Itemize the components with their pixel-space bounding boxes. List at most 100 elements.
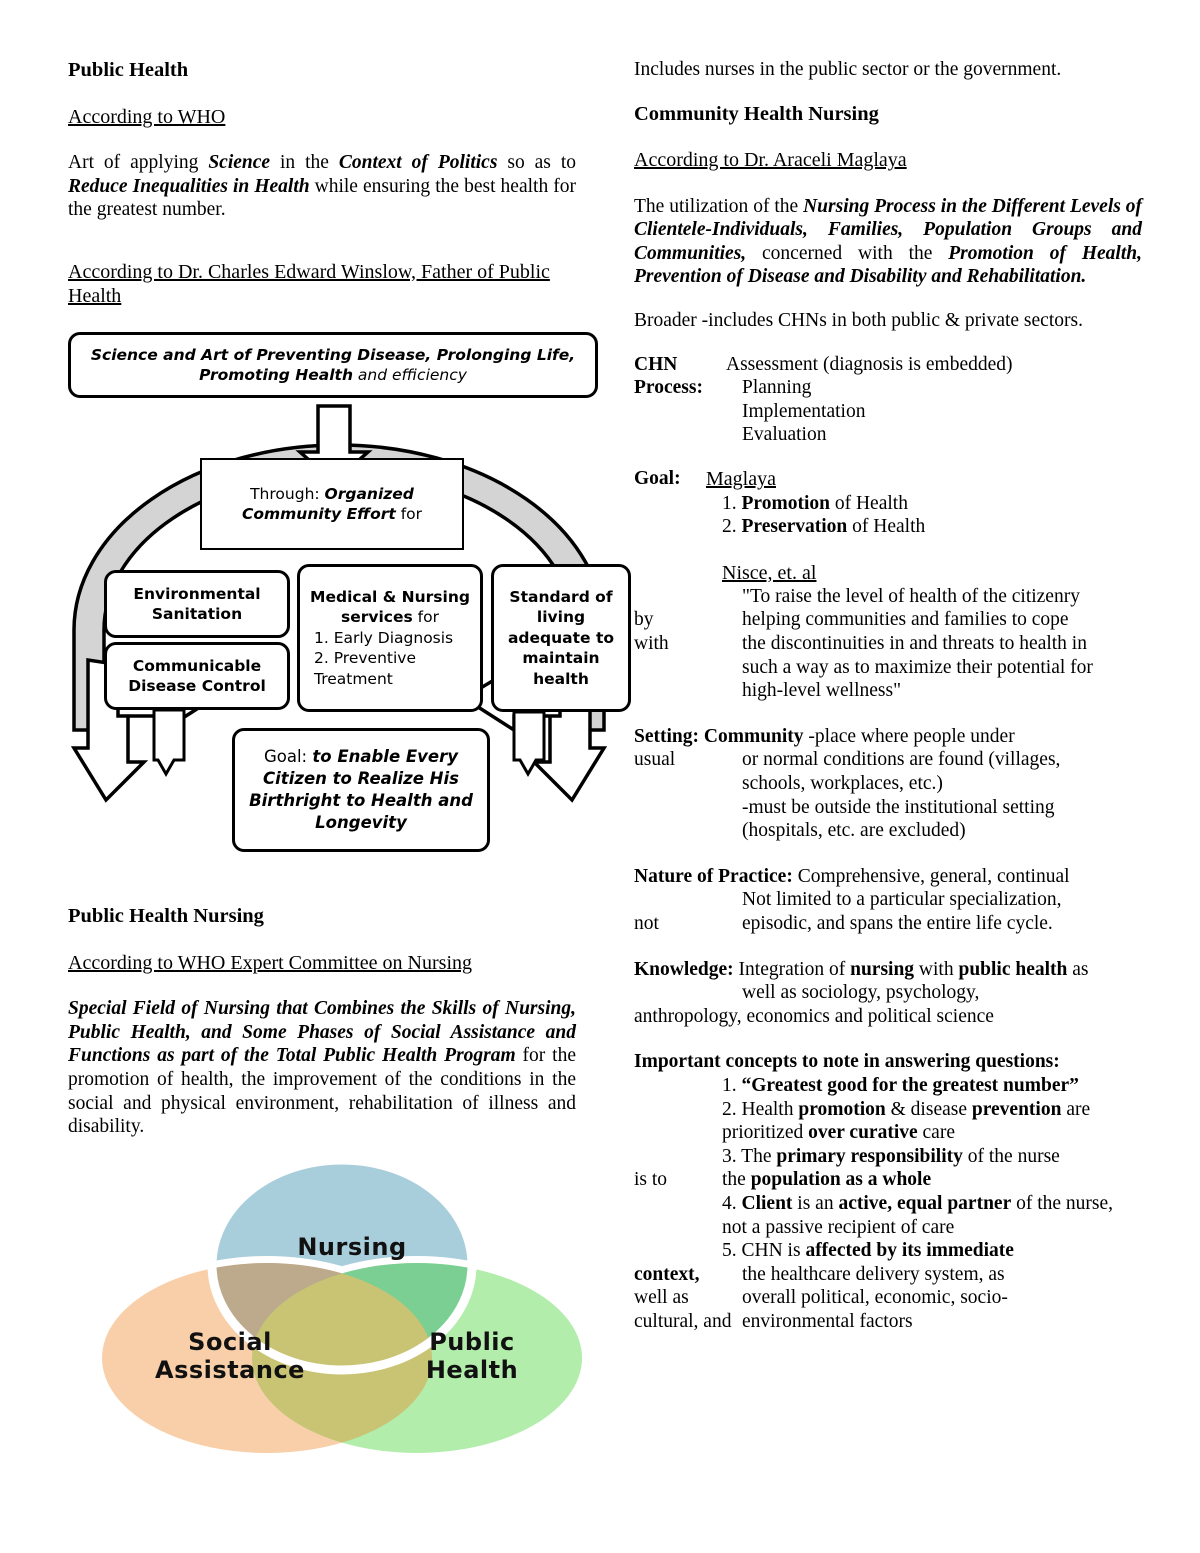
- knowledge-part1: Integration of: [733, 958, 851, 980]
- nisce-quote-line-5: high-level wellness": [742, 680, 902, 702]
- important-item-2-a: Health: [741, 1098, 799, 1120]
- right-column: Includes nurses in the public sector or …: [634, 58, 1142, 1334]
- goal-item-1: 1. Promotion of Health: [634, 492, 1142, 516]
- setting-line-2: usual or normal conditions are found (vi…: [634, 748, 1142, 772]
- left-column: Public Health According to WHO Art of ap…: [68, 58, 631, 1453]
- chn-def-part2: concerned with the: [746, 242, 949, 264]
- nisce-quote-line-4: such a way as to maximize their potentia…: [742, 656, 1093, 678]
- venn-public-line2: Health: [425, 1356, 519, 1385]
- who-heading: According to WHO: [68, 105, 226, 128]
- important-item-3-num: 3.: [722, 1145, 742, 1167]
- who-def-part4: while ensuring the best health for the g…: [68, 175, 576, 221]
- nature-rest: Comprehensive, general, continual: [792, 865, 1070, 887]
- chn-process-block: CHN Process: Assessment (diagnosis is em…: [634, 353, 1142, 399]
- chn-process-step-implementation: Implementation: [742, 400, 866, 422]
- med-line-2-rest: for: [412, 608, 439, 627]
- diagram-standard-of-living-box: Standard of living adequate to maintain …: [491, 564, 631, 713]
- nisce-quote-line-2: by helping communities and families to c…: [634, 608, 1142, 632]
- knowledge-bold2: public health: [958, 958, 1068, 980]
- knowledge-line-2: well as sociology, psychology,: [742, 982, 980, 1004]
- venn-label-nursing: Nursing: [297, 1232, 407, 1261]
- diagram-communicable-disease-control-box: Communicable Disease Control: [104, 642, 290, 711]
- important-item-3-b2: population as a whole: [750, 1169, 932, 1191]
- std-line-4: maintain: [522, 649, 600, 668]
- important-item-1-num: 1.: [722, 1074, 742, 1096]
- chn-def-em1: Nursing Process in the Different Levels …: [634, 195, 1142, 264]
- setting-line-1-rest: -place where people under: [803, 725, 1015, 747]
- important-heading: Important concepts to note in answering …: [634, 1051, 1060, 1073]
- through-prefix: Through:: [250, 484, 325, 503]
- knowledge-line-1: Knowledge: Integration of nursing with p…: [634, 958, 1142, 982]
- important-item-5-line2: context, the healthcare delivery system,…: [634, 1263, 1142, 1287]
- chn-def-part1: The utilization of the: [634, 195, 804, 217]
- chn-process-label: CHN Process:: [634, 353, 703, 399]
- nisce-quote-line-3: with the discontinuities in and threats …: [634, 632, 1142, 656]
- goal-item-2-bold: Preservation: [741, 516, 848, 538]
- goal-label: Goal:: [634, 467, 681, 489]
- phn-def-rest: for the promotion of health, the improve…: [68, 1045, 577, 1138]
- important-item-5-d: overall political, economic, socio-: [742, 1287, 1008, 1309]
- std-line-2: living: [536, 608, 586, 627]
- venn-label-public-health: Public Health: [382, 1328, 562, 1386]
- important-item-5-b1: affected by its immediate: [805, 1240, 1014, 1262]
- nisce-label-by: by: [634, 609, 654, 631]
- goal-item-2-num: 2.: [722, 516, 742, 538]
- diagram-medical-nursing-box: Medical & Nursing services for 1. Early …: [297, 564, 483, 713]
- important-item-3-c: of the nurse: [962, 1145, 1060, 1167]
- setting-line-5: (hospitals, etc. are excluded): [742, 820, 966, 842]
- top-box-rest: and efficiency: [353, 366, 467, 385]
- chn-def-em2: Promotion of Health, Prevention of Disea…: [634, 242, 1142, 288]
- med-item-2: 2. Preventive: [314, 649, 416, 668]
- important-label-is-to: is to: [634, 1169, 668, 1191]
- std-line-1: Standard of: [509, 587, 613, 606]
- important-label-well-as: well as: [634, 1287, 689, 1309]
- setting-line-1: Setting: Community -place where people u…: [634, 725, 1142, 749]
- cdc-line-2: Disease Control: [128, 677, 266, 696]
- important-item-2-d: are prioritized: [722, 1098, 1091, 1144]
- knowledge-bold1: nursing: [850, 958, 915, 980]
- setting-label: Setting: Community: [634, 725, 804, 747]
- top-box-emphasis: Science and Art of Preventing Disease, P…: [90, 345, 576, 385]
- important-item-1: 1. “Greatest good for the greatest numbe…: [634, 1074, 1142, 1098]
- nisce-quote-text-2: helping communities and families to cope: [742, 609, 1069, 631]
- nisce-quote-line-1: "To raise the level of health of the cit…: [742, 585, 1080, 607]
- important-item-4-num: 4.: [722, 1192, 742, 1214]
- important-item-5-line4: cultural, and environmental factors: [634, 1310, 1142, 1334]
- who-def-em2: Context of Politics: [338, 151, 498, 173]
- nisce-source-text: Nisce, et. al: [722, 561, 817, 584]
- med-item-3: Treatment: [314, 670, 393, 689]
- nature-line-2: Not limited to a particular specializati…: [742, 889, 1062, 911]
- chn-process-first-step: Assessment (diagnosis is embedded): [726, 353, 1013, 375]
- venn-social-line1: Social: [188, 1327, 272, 1356]
- important-item-5-c: the healthcare delivery system, as: [742, 1263, 1005, 1285]
- important-label-cultural-and: cultural, and: [634, 1310, 732, 1332]
- phn-def-emphasis: Special Field of Nursing that Combines t…: [68, 998, 576, 1067]
- important-item-2-b1: promotion: [798, 1098, 886, 1120]
- diagram-through-box: Through: Organized Community Effort for: [200, 458, 464, 551]
- nature-label-not: not: [634, 913, 659, 935]
- knowledge-label: Knowledge:: [634, 958, 734, 980]
- important-item-2: 2. Health promotion & disease prevention…: [634, 1098, 1142, 1145]
- nature-line-1: Nature of Practice: Comprehensive, gener…: [634, 865, 1142, 889]
- setting-line-3: schools, workplaces, etc.): [742, 773, 943, 795]
- goal-source-nisce: Nisce, et. al: [634, 561, 1142, 585]
- goal-item-1-num: 1.: [722, 492, 742, 514]
- includes-text: Includes nurses in the public sector or …: [634, 59, 1062, 80]
- knowledge-line-3: anthropology, economics and political sc…: [634, 1005, 994, 1027]
- med-line-1: Medical & Nursing: [310, 587, 470, 606]
- important-item-2-b3: over curative: [808, 1122, 918, 1144]
- setting-label-usual: usual: [634, 749, 676, 771]
- nisce-quote-text-3: the discontinuities in and threats to he…: [742, 633, 1087, 655]
- page-title: Public Health: [68, 59, 189, 81]
- important-item-2-b2: prevention: [971, 1098, 1062, 1120]
- med-item-1: 1. Early Diagnosis: [314, 628, 454, 647]
- nature-line-3-text: episodic, and spans the entire life cycl…: [742, 913, 1053, 935]
- nature-label: Nature of Practice:: [634, 865, 793, 887]
- goal-item-2-rest: of Health: [847, 516, 926, 538]
- broader-text: Broader -includes CHNs in both public & …: [634, 309, 1083, 331]
- goal-item-1-bold: Promotion: [741, 492, 830, 514]
- important-item-2-num: 2.: [722, 1098, 742, 1120]
- important-item-4-a: is an: [792, 1192, 839, 1214]
- who-def-part3: so as to: [497, 151, 576, 173]
